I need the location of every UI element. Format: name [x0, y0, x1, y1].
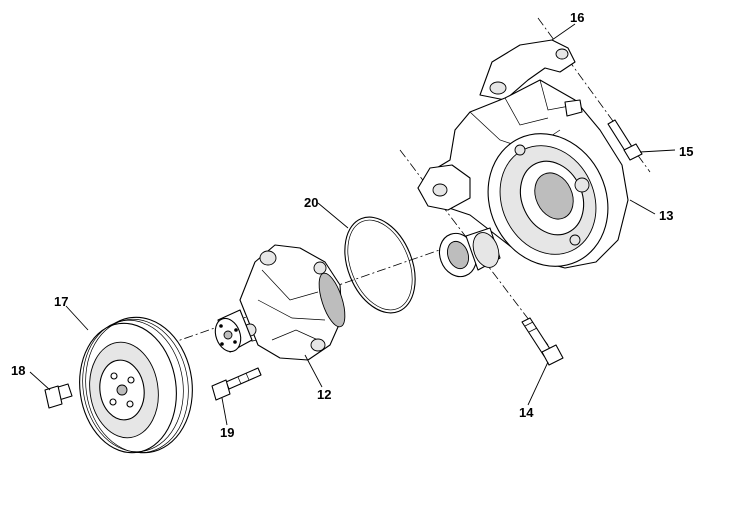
callout-20: 20 [304, 195, 318, 210]
bolt-part-15 [607, 119, 643, 161]
o-ring-part-20 [344, 216, 416, 314]
bolt-part-19 [211, 367, 262, 401]
bolt-part-18 [44, 383, 73, 409]
housing-part-13 [417, 39, 629, 278]
callout-12: 12 [317, 387, 331, 402]
callout-leader-lines [29, 23, 676, 426]
callout-15: 15 [679, 144, 693, 159]
water-pump-part-12 [214, 244, 346, 361]
callout-13: 13 [659, 208, 673, 223]
callout-16: 16 [570, 10, 584, 25]
callout-17: 17 [54, 294, 68, 309]
callout-14: 14 [519, 405, 534, 420]
bolt-part-14 [521, 317, 564, 366]
callout-labels: 16 15 13 20 17 18 12 19 14 [11, 10, 693, 440]
callout-19: 19 [220, 425, 234, 440]
callout-18: 18 [11, 363, 25, 378]
pulley-part-17 [79, 316, 193, 454]
